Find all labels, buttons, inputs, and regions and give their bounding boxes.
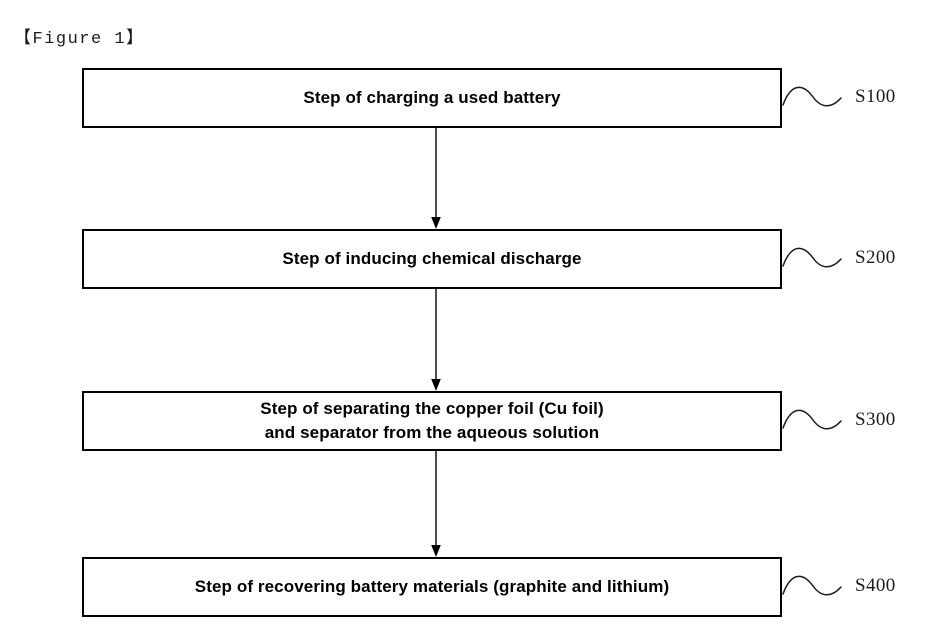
reference-leader-line-s100 [782,81,845,115]
step-reference-tag-s300: S300 [855,409,896,430]
figure-caption: 【Figure 1】 [14,30,145,49]
flow-step-box-s100: Step of charging a used battery [82,68,782,128]
reference-leader-line-s400 [782,570,845,604]
flow-step-box-s200: Step of inducing chemical discharge [82,229,782,289]
step-reference-tag-s400: S400 [855,575,896,596]
flow-step-label-s200: Step of inducing chemical discharge [282,249,582,268]
flow-step-label-s400: Step of recovering battery materials (gr… [194,577,670,596]
step-reference-tag-s100: S100 [855,86,896,107]
reference-leader-line-s300 [782,404,845,438]
flow-step-box-s300: Step of separating the copper foil (Cu f… [82,391,782,451]
reference-leader-line-s200 [782,242,845,276]
flow-step-box-s400: Step of recovering battery materials (gr… [82,557,782,617]
flow-step-label-s100: Step of charging a used battery [303,88,561,107]
connector-arrow-s200-s300 [429,289,443,391]
flow-step-label-s300: Step of separating the copper foil (Cu f… [260,399,604,442]
connector-arrow-s300-s400 [429,451,443,557]
step-reference-tag-s200: S200 [855,247,896,268]
connector-arrow-s100-s200 [429,128,443,229]
